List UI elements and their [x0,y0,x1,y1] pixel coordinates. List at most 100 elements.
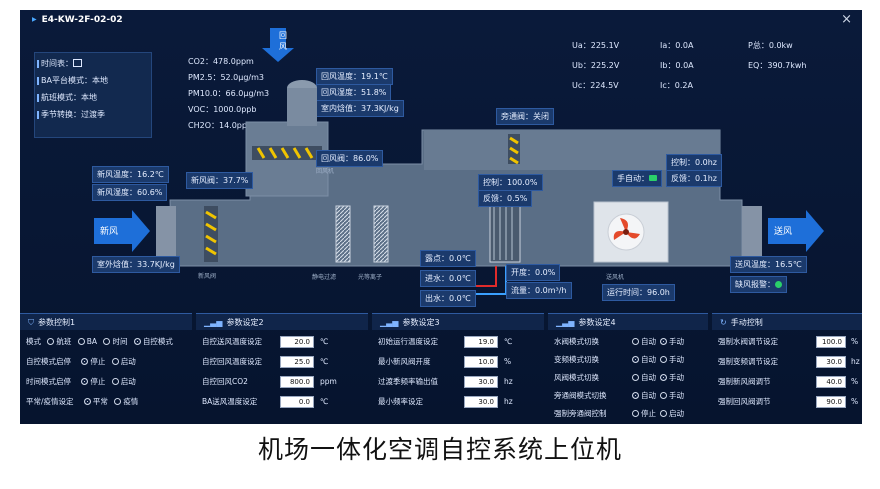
fan-feedback: 反馈：0.1hz [666,170,722,187]
panel4-row-3: 风阀模式切换 自动手动 [554,373,684,382]
shield-icon: ⛉ [28,318,34,327]
panel4-header: ▁▃▅参数设定4 [548,314,708,330]
inlet-ring [156,206,176,266]
pm25-reading: PM2.5：52.0μg/m3 [188,73,265,82]
radio-water-auto[interactable] [632,338,639,345]
ch2o-reading: CH2O：14.0ppb [188,121,253,130]
fan-manual-auto[interactable]: 手自动： [612,170,662,187]
fresh-damper [204,206,218,262]
panel2-row-4: BA送风温度设定 [202,397,258,406]
radio-auto-stop[interactable] [81,358,89,365]
fly-mode: 航班模式：本地 [37,92,145,109]
close-icon[interactable]: × [841,12,852,27]
radio-bypass-auto[interactable] [632,392,639,399]
radio-auto[interactable] [133,338,141,345]
fresh-valve-label: 新风阀 [198,273,217,280]
force-water-valve-input[interactable]: 100.0 [816,336,846,348]
window-header: E4-KW-2F-02-02 × [20,10,862,32]
power-reading: P总：0.0kw [748,41,793,50]
run-time: 运行时间：96.0h [602,284,675,301]
supply-arrow-label: 送风 [774,227,793,237]
panel3-header: ▁▃▅参数设定3 [372,314,544,330]
return-duct [287,88,317,126]
panel2-header: ▁▃▅参数设定2 [196,314,368,330]
valve-opening: 开度：0.0% [506,264,561,281]
initial-temp-input[interactable]: 19.0 [464,336,498,348]
radio-epidemic[interactable] [114,398,122,405]
calendar-icon[interactable] [73,59,82,67]
outdoor-enthalpy: 室外焓值：33.7KJ/kg [92,256,180,273]
ba-supply-temp-input[interactable]: 0.0 [280,396,314,408]
timetable-label[interactable]: 时间表： [37,58,145,75]
ba-mode: BA平台模式：本地 [37,75,145,92]
chart-icon: ▁▃▅ [556,318,575,327]
co2-setpoint-input[interactable]: 800.0 [280,376,314,388]
radio-damper-auto[interactable] [632,374,639,381]
return-valve: 回风阀：86.0% [316,150,384,167]
unit-hz-1: hz [504,377,513,386]
radio-flight[interactable] [47,338,55,345]
page-caption: 机场一体化空调自控系统上位机 [257,435,622,464]
force-freq-input[interactable]: 30.0 [816,356,846,368]
panel4-row-2: 变频模式切换 自动手动 [554,355,684,364]
force-return-valve-input[interactable]: 90.0 [816,396,846,408]
fresh-temp: 新风温度：16.2℃ [92,166,169,183]
uc-reading: Uc：224.5V [572,81,619,90]
min-fresh-valve-input[interactable]: 10.0 [464,356,498,368]
panel3-row-1: 初始运行温度设定 [378,337,438,346]
panel4-row-1: 水阀模式切换 自动手动 [554,337,684,346]
supply-temp-setpoint-input[interactable]: 20.0 [280,336,314,348]
voc-reading: VOC：1000.0ppb [188,105,257,114]
radio-time-start[interactable] [111,378,119,385]
radio-time-stop[interactable] [81,378,89,385]
panel1-header: ⛉参数控制1 [20,314,192,330]
panel1-row-mode: 模式 航班 BA 时间 自控模式 [26,337,173,346]
fan-control: 控制：0.0hz [666,154,722,171]
return-water-temp: 出水：0.0℃ [420,290,476,307]
radio-normal[interactable] [83,398,91,405]
fresh-valve: 新风阀：37.7% [186,172,254,189]
radio-force-start[interactable] [660,410,667,417]
panel2-row-2: 自控回风温度设定 [202,357,262,366]
transition-freq-input[interactable]: 30.0 [464,376,498,388]
radio-damper-manual[interactable] [660,374,667,381]
unit-percent: % [504,357,512,366]
radio-freq-manual[interactable] [660,356,667,363]
panel2-row-1: 自控送风温度设定 [202,337,262,346]
return-arrow-label: 回风 [279,31,287,51]
radio-time[interactable] [103,338,111,345]
force-fresh-valve-input[interactable]: 40.0 [816,376,846,388]
radio-ba[interactable] [77,338,85,345]
season-mode: 季节转换：过渡季 [37,109,145,126]
return-fan-label: 回风机 [316,168,335,175]
supply-water-temp: 进水：0.0℃ [420,270,476,287]
radio-force-stop[interactable] [632,410,639,417]
supply-fan [593,201,669,263]
radio-freq-auto[interactable] [632,356,639,363]
chart-icon: ▁▃▅ [204,318,223,327]
fresh-air-arrow [94,210,150,252]
hvac-screen: E4-KW-2F-02-02 × 时间表： BA平台模式：本地 航班模式：本地 … [20,10,862,424]
unit-c-2: ℃ [320,357,329,366]
ub-reading: Ub：225.2V [572,61,620,70]
panel1-row-auto: 自控模式启停 停止 启动 [26,357,136,366]
bypass-damper [508,134,520,165]
co2-reading: CO2：478.0ppm [188,57,254,66]
refresh-icon: ↻ [720,318,727,327]
panel2-row-3: 自控回风CO2 [202,377,248,386]
panel5-row-4: 强制回风阀调节 [718,397,771,406]
alarm-indicator-icon [775,281,782,288]
radio-water-manual[interactable] [660,338,667,345]
info-box: 时间表： BA平台模式：本地 航班模式：本地 季节转换：过渡季 [34,52,152,138]
dew-point: 露点：0.0℃ [420,250,476,267]
unit-c-3: ℃ [320,397,329,406]
min-freq-input[interactable]: 30.0 [464,396,498,408]
return-arrow [262,28,294,62]
radio-bypass-manual[interactable] [660,392,667,399]
electrostatic-filter [335,205,351,263]
radio-auto-start[interactable] [111,358,119,365]
ic-reading: Ic：0.2A [660,81,693,90]
param-panel-3: ▁▃▅参数设定3 初始运行温度设定 19.0 ℃ 最小新风阀开度 10.0 % … [372,313,544,424]
param-panel-1: ⛉参数控制1 模式 航班 BA 时间 自控模式 自控模式启停 停止 启动 时间模… [20,313,192,424]
return-temp-setpoint-input[interactable]: 25.0 [280,356,314,368]
